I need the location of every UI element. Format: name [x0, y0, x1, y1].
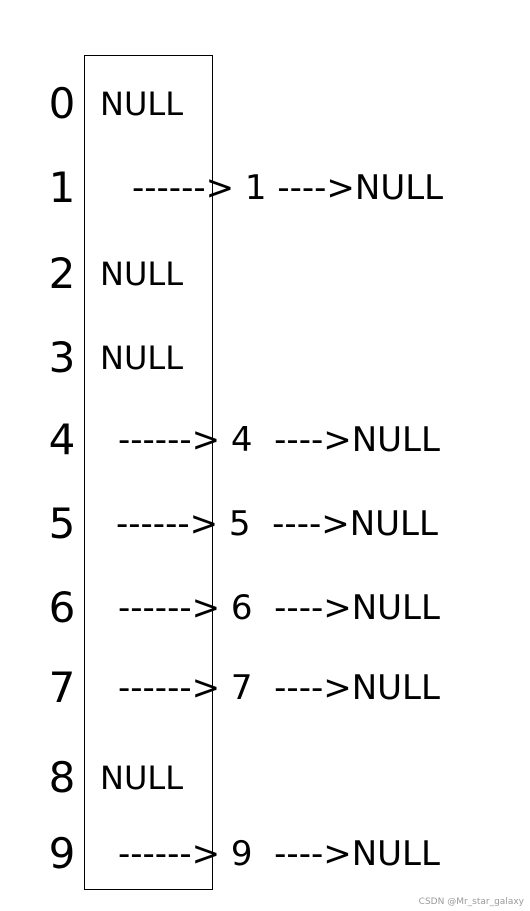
bucket-cell-8: NULL	[100, 759, 184, 797]
bucket-row-7: 7 ------> 7 ---->NULL	[0, 658, 530, 718]
bucket-row-6: 6 ------> 6 ---->NULL	[0, 578, 530, 638]
bucket-index-4: 4	[48, 415, 76, 464]
bucket-index-3: 3	[48, 333, 76, 382]
bucket-index-5: 5	[48, 499, 76, 548]
bucket-array-box	[84, 55, 213, 890]
bucket-index-1: 1	[48, 163, 76, 212]
bucket-chain-4: ------> 4 ---->NULL	[118, 420, 440, 460]
bucket-row-1: 1 ------> 1 ---->NULL	[0, 158, 530, 218]
bucket-index-2: 2	[48, 249, 76, 298]
bucket-index-8: 8	[48, 753, 76, 802]
bucket-index-6: 6	[48, 583, 76, 632]
bucket-index-9: 9	[48, 829, 76, 878]
bucket-chain-6: ------> 6 ---->NULL	[118, 588, 440, 628]
bucket-row-2: 2 NULL	[0, 244, 530, 304]
bucket-index-0: 0	[48, 79, 76, 128]
bucket-row-8: 8 NULL	[0, 748, 530, 808]
bucket-chain-7: ------> 7 ---->NULL	[118, 668, 440, 708]
bucket-chain-5: ------> 5 ---->NULL	[116, 504, 438, 544]
bucket-cell-2: NULL	[100, 255, 184, 293]
bucket-index-7: 7	[48, 663, 76, 712]
bucket-cell-3: NULL	[100, 339, 184, 377]
bucket-row-4: 4 ------> 4 ---->NULL	[0, 410, 530, 470]
bucket-row-0: 0 NULL	[0, 74, 530, 134]
bucket-row-9: 9 ------> 9 ---->NULL	[0, 824, 530, 884]
bucket-cell-0: NULL	[100, 85, 184, 123]
watermark-text: CSDN @Mr_star_galaxy	[418, 897, 524, 907]
bucket-row-3: 3 NULL	[0, 328, 530, 388]
bucket-chain-1: ------> 1 ---->NULL	[132, 168, 444, 208]
bucket-chain-9: ------> 9 ---->NULL	[118, 834, 440, 874]
bucket-row-5: 5 ------> 5 ---->NULL	[0, 494, 530, 554]
